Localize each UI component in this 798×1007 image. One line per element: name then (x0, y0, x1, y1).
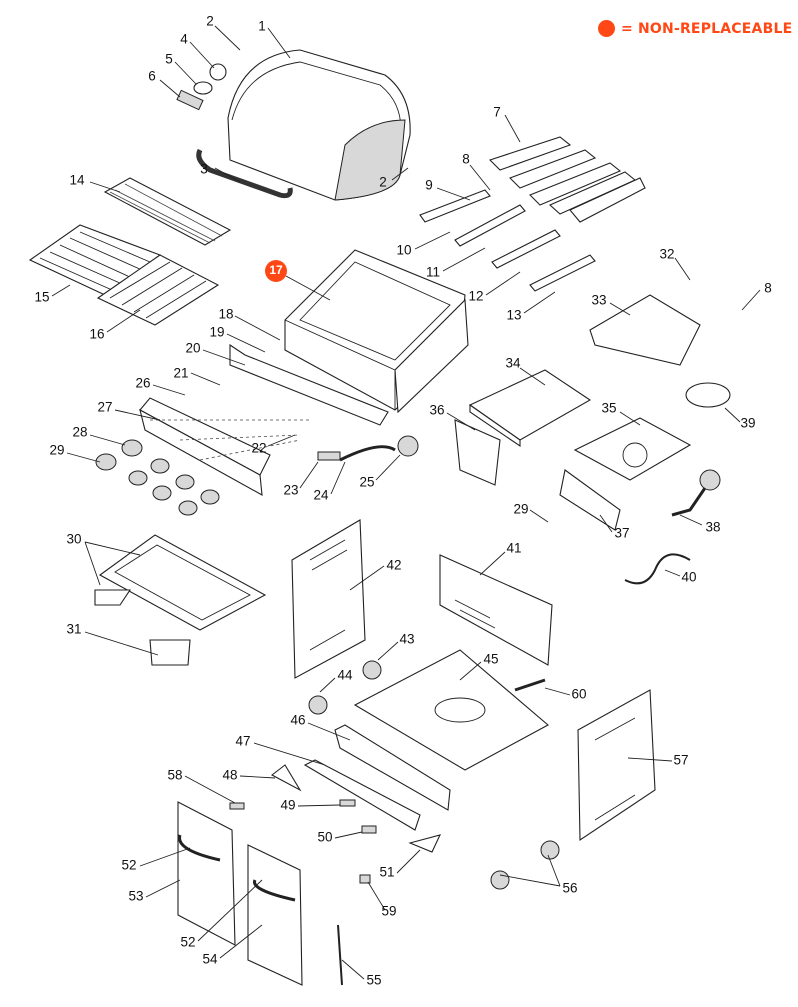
part-handle (196, 148, 293, 199)
part-side-shelf (468, 369, 592, 448)
part-label-10: 10 (396, 243, 411, 258)
part-label-49: 49 (280, 798, 295, 813)
part-label-52: 52 (180, 935, 195, 950)
part-label-37: 37 (614, 526, 629, 541)
part-label-33: 33 (591, 293, 606, 308)
part-small-hardware (229, 678, 546, 986)
part-label-19: 19 (209, 325, 224, 340)
part-label-55: 55 (366, 973, 381, 988)
part-label-45: 45 (483, 652, 498, 667)
part-label-59: 59 (381, 904, 396, 919)
part-label-2: 2 (379, 175, 387, 190)
part-label-8: 8 (764, 281, 772, 296)
part-left-panel (291, 519, 366, 679)
legend-text: = NON-REPLACEABLE (621, 20, 793, 37)
part-label-29: 29 (513, 502, 528, 517)
part-label-40: 40 (681, 570, 696, 585)
part-label-47: 47 (235, 734, 250, 749)
part-label-32: 32 (659, 247, 674, 262)
part-label-18: 18 (218, 307, 233, 322)
part-hose (624, 553, 691, 585)
part-label-28: 28 (72, 425, 87, 440)
part-label-53: 53 (128, 889, 143, 904)
part-label-17: 17 (269, 263, 283, 277)
part-label-52: 52 (121, 858, 136, 873)
part-grate-small (685, 382, 731, 408)
part-crossbars (303, 724, 451, 831)
part-burner-tube (671, 469, 721, 517)
part-warming-rack (103, 177, 232, 246)
part-bottom-shelf (353, 649, 549, 771)
part-label-31: 31 (66, 622, 81, 637)
part-label-16: 16 (89, 327, 104, 342)
part-label-1: 1 (258, 19, 266, 34)
part-back-panel (439, 554, 553, 666)
part-label-41: 41 (506, 541, 521, 556)
part-label-4: 4 (180, 32, 188, 47)
part-label-42: 42 (386, 558, 401, 573)
part-label-39: 39 (740, 416, 755, 431)
part-label-15: 15 (34, 290, 49, 305)
part-side-burner (559, 417, 692, 531)
part-label-35: 35 (601, 401, 616, 416)
part-label-26: 26 (135, 376, 150, 391)
part-label-2: 2 (206, 14, 214, 29)
part-side-panel (454, 419, 501, 486)
part-thermometer (176, 63, 227, 111)
part-burners (419, 189, 596, 292)
part-label-29: 29 (49, 443, 64, 458)
part-label-3: 3 (200, 162, 208, 177)
non-replaceable-marker (265, 260, 287, 282)
legend: = NON-REPLACEABLE (598, 20, 792, 37)
part-label-7: 7 (493, 105, 501, 120)
part-label-27: 27 (97, 400, 112, 415)
part-label-43: 43 (399, 632, 414, 647)
part-label-54: 54 (202, 952, 218, 967)
part-grease-tray (94, 534, 267, 666)
part-label-50: 50 (317, 830, 332, 845)
part-label-21: 21 (173, 366, 188, 381)
part-cooking-grate-right (96, 254, 220, 326)
part-label-22: 22 (251, 441, 266, 456)
part-right-panel (577, 689, 656, 842)
part-label-57: 57 (673, 753, 688, 768)
part-label-14: 14 (69, 173, 85, 188)
part-label-5: 5 (165, 52, 173, 67)
part-label-34: 34 (505, 356, 521, 371)
part-label-56: 56 (562, 881, 577, 896)
part-label-25: 25 (359, 475, 374, 490)
part-label-20: 20 (185, 341, 200, 356)
part-label-8: 8 (462, 152, 470, 167)
part-firebox (284, 249, 469, 414)
part-knobs (95, 439, 220, 516)
leader-lines (51, 25, 761, 980)
part-casters (308, 660, 560, 890)
part-label-9: 9 (425, 178, 433, 193)
part-heat-tents (488, 136, 646, 223)
part-label-36: 36 (429, 403, 444, 418)
part-label-48: 48 (222, 768, 237, 783)
part-label-12: 12 (468, 289, 483, 304)
part-label-6: 6 (148, 69, 156, 84)
part-control-panel (139, 343, 389, 496)
part-label-23: 23 (283, 483, 298, 498)
part-label-46: 46 (290, 713, 305, 728)
part-label-60: 60 (571, 687, 586, 702)
part-label-58: 58 (167, 768, 182, 783)
part-regulator (317, 435, 419, 462)
part-label-11: 11 (426, 265, 440, 280)
part-label-13: 13 (506, 308, 521, 323)
part-doors (177, 801, 303, 986)
part-label-24: 24 (313, 488, 329, 503)
non-replaceable-marker (598, 20, 615, 37)
part-label-38: 38 (705, 520, 720, 535)
part-side-shelf-right (589, 294, 701, 366)
part-label-44: 44 (337, 668, 353, 683)
part-lid (227, 49, 411, 201)
part-label-51: 51 (379, 865, 394, 880)
part-label-30: 30 (66, 532, 81, 547)
